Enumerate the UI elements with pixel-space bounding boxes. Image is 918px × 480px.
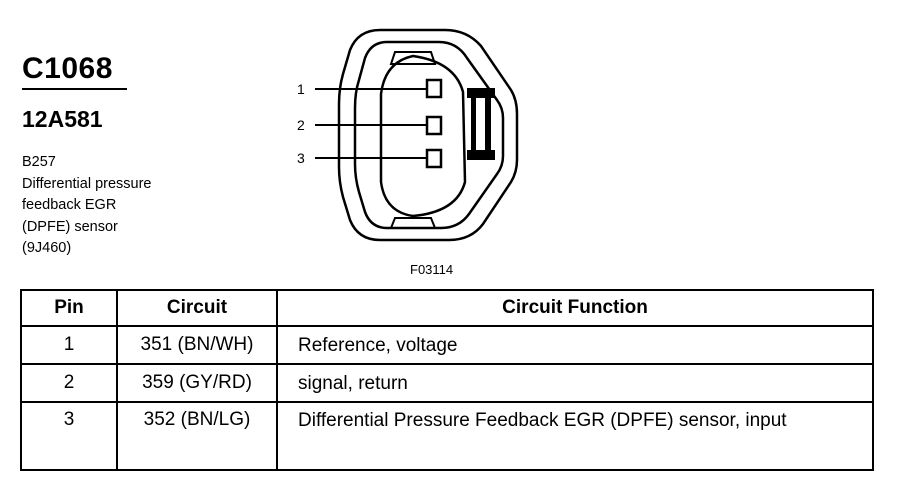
function-cell: Reference, voltage [276,325,874,365]
header-circuit: Circuit [116,289,278,327]
pin-cell: 1 [20,325,118,365]
table-row: 1 351 (BN/WH) Reference, voltage [20,325,874,365]
connector-housing-outline [337,28,519,242]
component-line: feedback EGR [22,197,117,213]
function-cell: signal, return [276,363,874,403]
latch-tab-bottom [467,150,495,160]
component-description: B257 Differential pressure feedback EGR … [22,152,152,260]
latch-tab-top [467,88,495,98]
header-pin: Pin [20,289,118,327]
component-line: (DPFE) sensor [22,218,118,235]
pin-cavity-body [379,54,467,218]
pin-cell: 3 [20,401,118,471]
circuit-cell: 352 (BN/LG) [116,401,278,471]
pin-cell: 2 [20,363,118,403]
part-number: 12A581 [22,106,103,132]
pin-3-label: 3 [297,150,305,166]
pin-table: Pin Circuit Circuit Function 1 351 (BN/W… [20,289,874,471]
figure-code: F03114 [410,262,454,277]
connector-face-diagram: 1 2 3 [297,28,519,242]
pin-1-terminal [425,78,443,99]
pin-2-label: 2 [297,117,305,133]
component-line: B257 [22,154,56,170]
header-circuit-function: Circuit Function [276,289,874,327]
connector-id-underline [22,88,127,90]
component-line: Differential pressure [22,175,152,192]
component-line: (9J460) [22,240,72,256]
table-row: 3 352 (BN/LG) Differential Pressure Feed… [20,401,874,471]
function-cell: Differential Pressure Feedback EGR (DPFE… [276,401,874,471]
connector-id: C1068 [22,52,113,85]
pin-1-label: 1 [297,81,305,97]
table-row: 2 359 (GY/RD) signal, return [20,363,874,403]
pin-2-terminal [425,115,443,136]
circuit-cell: 359 (GY/RD) [116,363,278,403]
circuit-cell: 351 (BN/WH) [116,325,278,365]
table-header-row: Pin Circuit Circuit Function [20,289,874,327]
pin-3-terminal [425,148,443,169]
